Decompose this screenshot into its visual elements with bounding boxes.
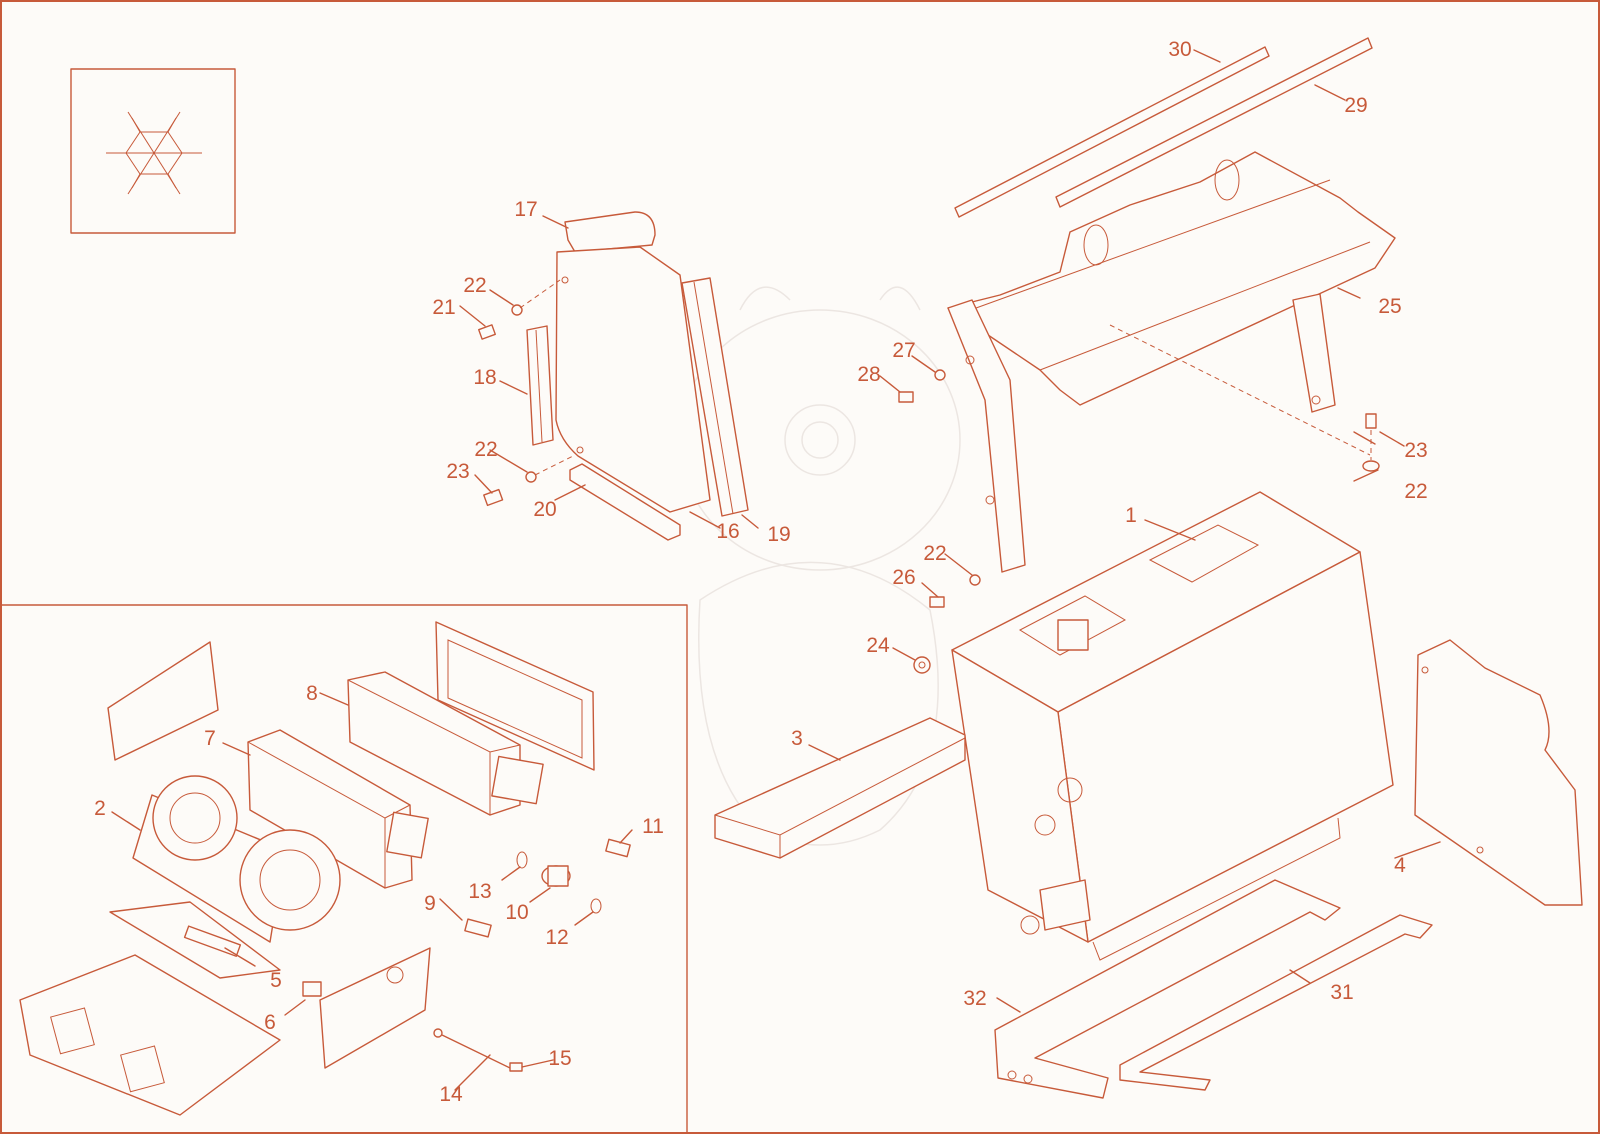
callout-7: 7	[204, 727, 216, 750]
callout-labels: 1 2 3 4 5 6 7 8 9 10 11 12 13 14 15 16 1…	[94, 38, 1428, 1106]
callout-24: 24	[866, 634, 890, 657]
callout-32: 32	[963, 987, 986, 1010]
callout-9: 9	[424, 892, 436, 915]
callout-22c: 22	[923, 542, 946, 565]
watermark-mascot	[679, 286, 961, 846]
callout-26: 26	[892, 566, 915, 589]
callout-22b: 22	[474, 438, 497, 461]
callout-6: 6	[264, 1011, 276, 1034]
inset-parts	[19, 621, 631, 1116]
callout-5: 5	[270, 969, 282, 992]
callout-3: 3	[791, 727, 803, 750]
callout-23b: 23	[1404, 439, 1427, 462]
callout-15: 15	[548, 1047, 571, 1070]
callout-1: 1	[1125, 504, 1137, 527]
callout-28: 28	[857, 363, 880, 386]
part-fasteners-right	[898, 369, 1380, 674]
callout-23a: 23	[446, 460, 469, 483]
part-mounting-bracket	[947, 151, 1396, 573]
callout-25: 25	[1378, 295, 1401, 318]
part-side-frame	[478, 211, 749, 541]
callout-27: 27	[892, 339, 915, 362]
callout-17: 17	[514, 198, 537, 221]
inset-panel	[0, 604, 688, 1134]
callout-18: 18	[473, 366, 496, 389]
part-side-panel	[1414, 639, 1583, 906]
callout-31: 31	[1330, 981, 1353, 1004]
part-filter	[714, 717, 966, 859]
callout-12: 12	[545, 926, 568, 949]
callout-22d: 22	[1404, 480, 1427, 503]
callout-10: 10	[505, 901, 528, 924]
callout-16: 16	[716, 520, 739, 543]
callout-14: 14	[439, 1083, 463, 1106]
part-top-strips	[954, 37, 1373, 218]
callout-13: 13	[468, 880, 491, 903]
part-main-housing	[951, 491, 1394, 961]
leader-lines	[111, 49, 1441, 1091]
callout-4: 4	[1394, 854, 1406, 877]
callout-20: 20	[533, 498, 556, 521]
snowflake-icon	[70, 68, 236, 234]
callout-21: 21	[432, 296, 455, 319]
callout-11: 11	[642, 815, 664, 838]
callout-29: 29	[1344, 94, 1367, 117]
callout-30: 30	[1168, 38, 1191, 61]
callout-2: 2	[94, 797, 106, 820]
callout-8: 8	[306, 682, 318, 705]
callout-19: 19	[767, 523, 790, 546]
part-base-rails	[994, 879, 1433, 1099]
callout-22a: 22	[463, 274, 486, 297]
